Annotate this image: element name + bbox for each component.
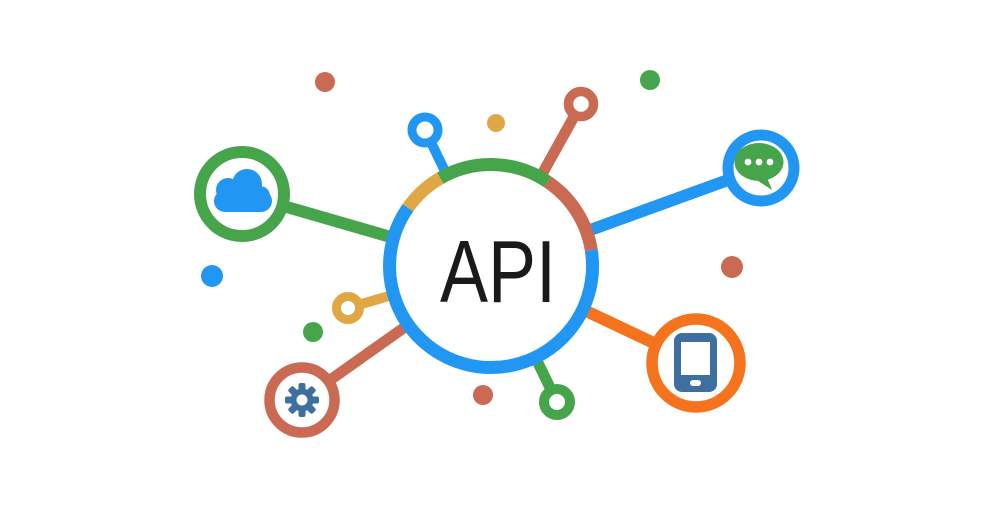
small-red-ring-node: [563, 86, 599, 122]
api-border-segment-gold: [402, 172, 444, 212]
api-border-segment-green: [437, 158, 552, 188]
api-border-segment-red: [543, 176, 598, 252]
small-green-ring-node: [539, 384, 575, 420]
cloud-node: [194, 146, 290, 242]
smartphone-node: [646, 313, 746, 413]
small-gold-ring-node: [332, 292, 364, 324]
api-label: API: [440, 222, 556, 321]
api-border-segment-blue: [383, 204, 600, 375]
accent-dot-top-gold: [487, 114, 505, 132]
cloud-icon: [214, 169, 272, 212]
api-center-node: API: [383, 158, 600, 375]
accent-dot-left-blue: [201, 265, 223, 287]
small-blue-ring-node: [407, 112, 443, 148]
accent-dot-right-red: [721, 256, 743, 278]
api-center-disc: [389, 164, 593, 368]
gear-node: [264, 362, 340, 438]
smartphone-home-button: [690, 380, 701, 386]
accent-dot-top-red: [315, 72, 335, 92]
chat-ellipsis-dots: [744, 158, 774, 166]
chat-node: [722, 129, 800, 207]
gear-center-hole: [296, 394, 308, 406]
accent-dot-left-green: [303, 322, 323, 342]
smartphone-screen: [681, 342, 710, 375]
accent-dot-top-right-green: [640, 70, 660, 90]
accent-dot-bottom-red: [473, 385, 493, 405]
